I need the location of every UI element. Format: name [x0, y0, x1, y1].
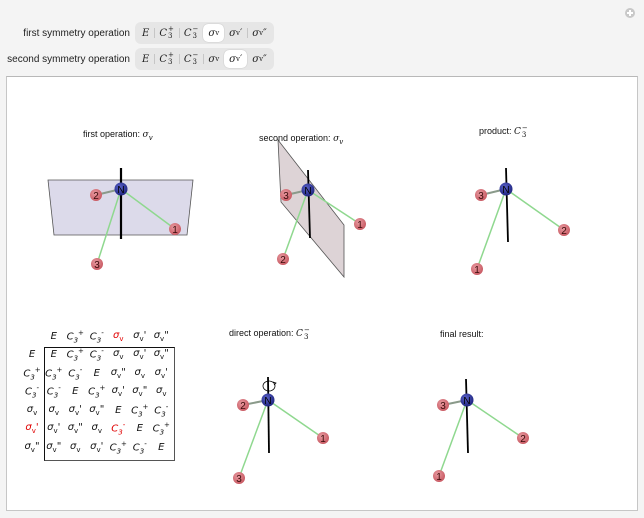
second-operation-label: second symmetry operation	[7, 53, 130, 65]
principal-axis	[307, 169, 311, 239]
multiplication-table: E C3+ C3- σv σv' σv" E E C3+ C3- σv σv' …	[21, 327, 175, 461]
svg-text:2: 2	[93, 191, 99, 202]
first-operation-scene: 2 N 1 3	[47, 168, 194, 271]
svg-text:2: 2	[240, 401, 246, 412]
table-row: σv" σv" σv σv' C3+ C3- E	[24, 439, 165, 455]
table-border	[44, 347, 175, 461]
svg-text:1: 1	[474, 265, 480, 276]
direct-operation-scene: 2 N 1 3	[233, 376, 329, 485]
col-header-highlighted: σv	[113, 329, 124, 343]
svg-text:3: 3	[94, 260, 100, 271]
first-op-C3-minus[interactable]: C−3	[178, 24, 204, 42]
col-header: σv"	[153, 329, 169, 343]
svg-text:2: 2	[561, 226, 567, 237]
svg-text:2: 2	[280, 255, 286, 266]
final-result-scene: 3 N 2 1	[433, 378, 529, 483]
highlighted-result-cell: C3-	[111, 421, 126, 437]
svg-text:2: 2	[520, 434, 526, 445]
second-op-C3-minus[interactable]: C−3	[178, 50, 204, 68]
product-title: product: C−3	[479, 124, 528, 139]
table-row: C3+ C3+ C3- E σv" σv σv'	[23, 365, 168, 381]
col-header: E	[50, 330, 57, 342]
svg-text:3: 3	[236, 474, 242, 485]
table-header-row: E C3+ C3- σv σv' σv"	[21, 327, 172, 346]
molecule-scenes: 2 N 1 3 3 N 1 2	[47, 138, 570, 485]
svg-text:N: N	[502, 185, 509, 196]
svg-text:1: 1	[320, 434, 326, 445]
table-row: σv σv σv' σv" E C3+ C3-	[26, 402, 169, 418]
col-header: C3+	[66, 328, 84, 344]
svg-text:1: 1	[172, 225, 178, 236]
first-operation-label: first symmetry operation	[23, 27, 130, 39]
table-row-highlighted: σv' σv' σv" σv C3- E C3+	[25, 421, 170, 437]
svg-text:1: 1	[357, 220, 363, 231]
first-operation-title: first operation: σv	[83, 129, 153, 142]
product-scene: 3 N 2 1	[471, 167, 570, 276]
second-op-C3-plus[interactable]: C+3	[154, 50, 179, 68]
final-result-title: final result:	[440, 329, 484, 339]
principal-axis	[465, 378, 469, 454]
first-op-C3-plus[interactable]: C+3	[154, 24, 179, 42]
svg-text:N: N	[304, 186, 311, 197]
col-header: σv'	[133, 329, 147, 343]
first-op-E[interactable]: E	[142, 27, 150, 39]
table-row: C3- C3- E C3+ σv' σv" σv	[25, 384, 167, 400]
table-row: E E C3+ C3- σv σv' σv"	[28, 347, 169, 363]
direct-operation-title: direct operation: C−3	[229, 326, 310, 341]
second-op-E[interactable]: E	[142, 53, 150, 65]
principal-axis	[505, 167, 509, 243]
svg-text:3: 3	[283, 191, 289, 202]
svg-text:N: N	[117, 185, 124, 196]
add-icon[interactable]	[625, 8, 635, 18]
second-operation-scene: 3 N 1 2	[277, 138, 366, 279]
svg-text:3: 3	[478, 191, 484, 202]
col-header: C3-	[89, 328, 104, 344]
output-frame: 2 N 1 3 3 N 1 2	[6, 76, 638, 511]
principal-axis	[267, 376, 270, 454]
svg-text:1: 1	[436, 472, 442, 483]
svg-text:N: N	[463, 396, 470, 407]
svg-text:N: N	[264, 396, 271, 407]
second-operation-title: second operation: σv	[259, 133, 344, 146]
mirror-plane	[277, 138, 345, 279]
svg-text:3: 3	[440, 401, 446, 412]
